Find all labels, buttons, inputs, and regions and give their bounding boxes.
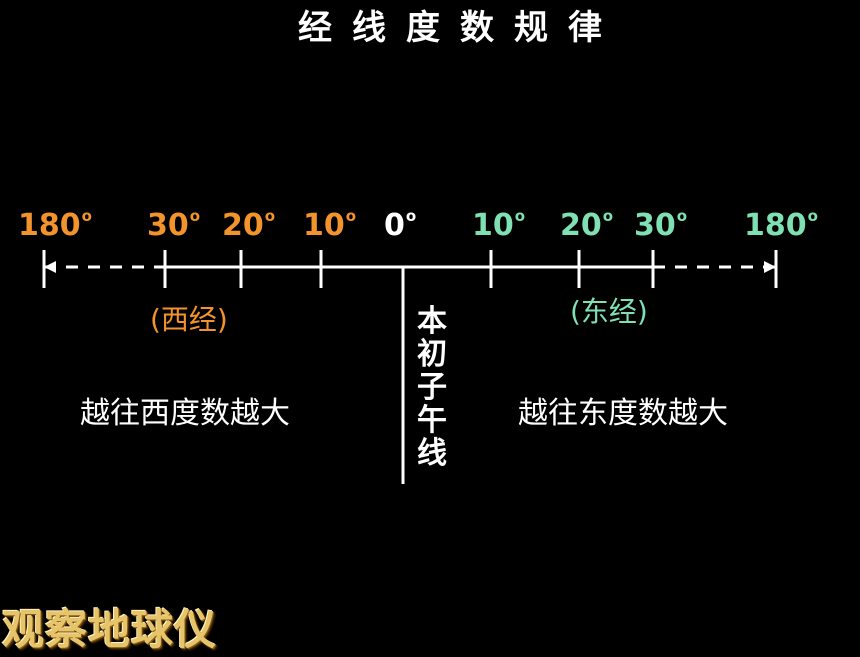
label-e10: 10o	[472, 207, 526, 243]
logo: 观察地球仪	[2, 605, 218, 654]
west-description: 越往西度数越大	[80, 396, 290, 431]
arrow-right-icon	[764, 261, 776, 273]
label-e20: 20o	[560, 207, 614, 243]
arrow-left-icon	[44, 261, 56, 273]
page-title: 经线度数规律	[298, 8, 622, 48]
label-w10: 10o	[303, 207, 357, 243]
label-w180: 180o	[18, 207, 92, 243]
label-e180: 180o	[744, 207, 818, 243]
prime-meridian-label: 本初子午线	[417, 304, 447, 471]
label-w30: 30o	[147, 207, 201, 243]
east-longitude-label: (东经)	[570, 295, 648, 328]
label-w20: 20o	[222, 207, 276, 243]
label-zero: 0o	[384, 207, 417, 243]
east-description: 越往东度数越大	[518, 396, 728, 431]
west-longitude-label: (西经)	[150, 303, 228, 336]
label-e30: 30o	[634, 207, 688, 243]
